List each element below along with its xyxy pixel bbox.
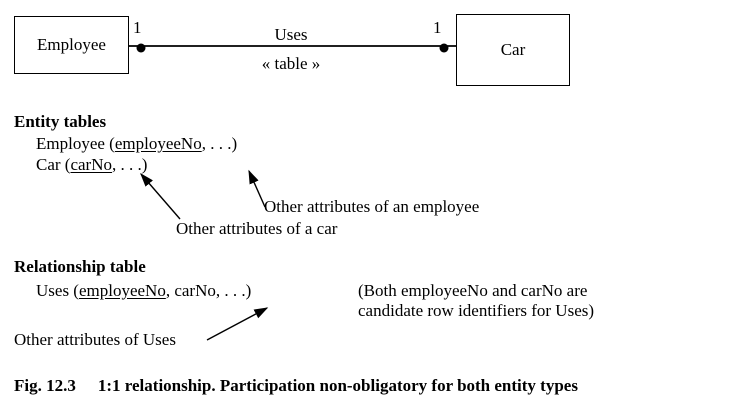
- row-employee-prefix: Employee (: [36, 134, 115, 153]
- relationship-name: Uses: [274, 25, 308, 44]
- row-uses-suffix: , carNo, . . .): [165, 281, 252, 300]
- arrow-to-uses-ellipsis-icon: [206, 307, 269, 341]
- row-employee-key-underlined: employeeNo: [114, 134, 202, 153]
- candidate-identifier-note: (Both employeeNo and carNo are candidate…: [358, 281, 594, 321]
- annotation-other-attributes-employee: Other attributes of an employee: [264, 197, 480, 216]
- row-uses-key-underlined: employeeNo: [78, 281, 166, 300]
- row-car-key-underlined: carNo: [70, 155, 112, 174]
- entity-box-employee: Employee: [14, 16, 129, 74]
- arrow-to-employee-ellipsis-icon: [248, 169, 266, 208]
- annotation-other-attributes-car: Other attributes of a car: [176, 219, 338, 238]
- entity-tables-heading: Entity tables: [14, 112, 107, 131]
- entity-table-row-employee: Employee (employeeNo, . . .): [36, 134, 237, 154]
- entity-label-car: Car: [500, 40, 526, 59]
- candidate-identifier-note-line1: (Both employeeNo and carNo are: [358, 281, 588, 300]
- figure-number: Fig. 12.3: [14, 376, 76, 395]
- row-uses-prefix: Uses (: [36, 281, 79, 300]
- relationship-table-row-uses: Uses (employeeNo, carNo, . . .): [36, 281, 251, 301]
- annotation-other-attributes-uses: Other attributes of Uses: [14, 330, 176, 349]
- row-car-suffix: , . . .): [112, 155, 148, 174]
- multiplicity-left: 1: [133, 18, 142, 37]
- stereotype-label: « table »: [261, 54, 321, 73]
- row-employee-suffix: , . . .): [201, 134, 238, 153]
- entity-table-row-car: Car (carNo, . . .): [36, 155, 147, 175]
- relationship-table-heading: Relationship table: [14, 257, 146, 276]
- entity-box-car: Car: [456, 14, 570, 86]
- figure-caption: Fig. 12.3 1:1 relationship. Participation…: [14, 376, 578, 396]
- entity-label-employee: Employee: [37, 35, 106, 54]
- multiplicity-right: 1: [433, 18, 442, 37]
- participation-dot-right-icon: [439, 43, 449, 53]
- figure-caption-text: 1:1 relationship. Participation non-obli…: [97, 376, 578, 395]
- arrow-to-car-ellipsis-icon: [140, 172, 181, 220]
- candidate-identifier-note-line2: candidate row identifiers for Uses): [358, 301, 595, 321]
- participation-dot-left-icon: [136, 43, 146, 53]
- row-car-prefix: Car (: [36, 155, 71, 174]
